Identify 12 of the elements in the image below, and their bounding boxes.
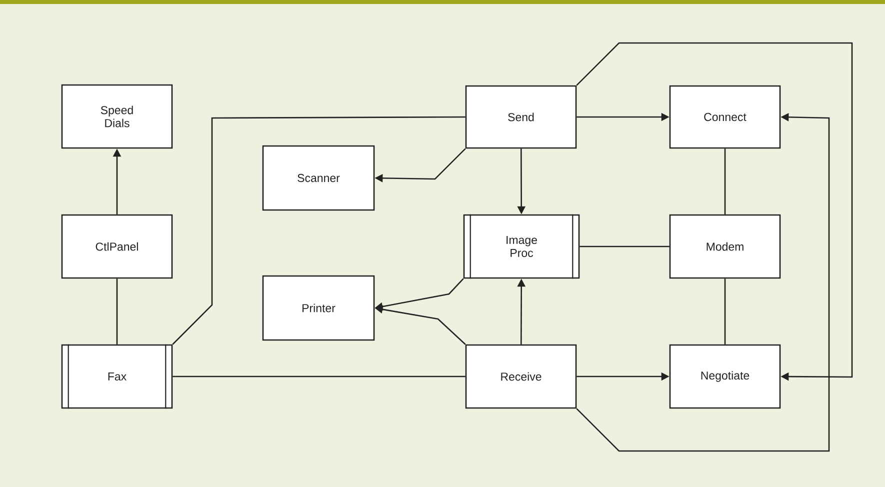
subsystem-box: Image Proc	[463, 214, 580, 279]
process-box: Receive	[465, 344, 577, 409]
process-box: Send	[465, 85, 577, 149]
process-box: Modem	[669, 214, 781, 279]
process-box: Printer	[262, 275, 375, 341]
process-box: Speed Dials	[61, 84, 173, 149]
subsystem-box: Fax	[61, 344, 173, 409]
arrow	[576, 42, 853, 381]
process-box: Negotiate	[669, 344, 781, 409]
process-box: Connect	[669, 85, 781, 149]
process-box: Scanner	[262, 145, 375, 211]
process-box: CtlPanel	[61, 214, 173, 279]
